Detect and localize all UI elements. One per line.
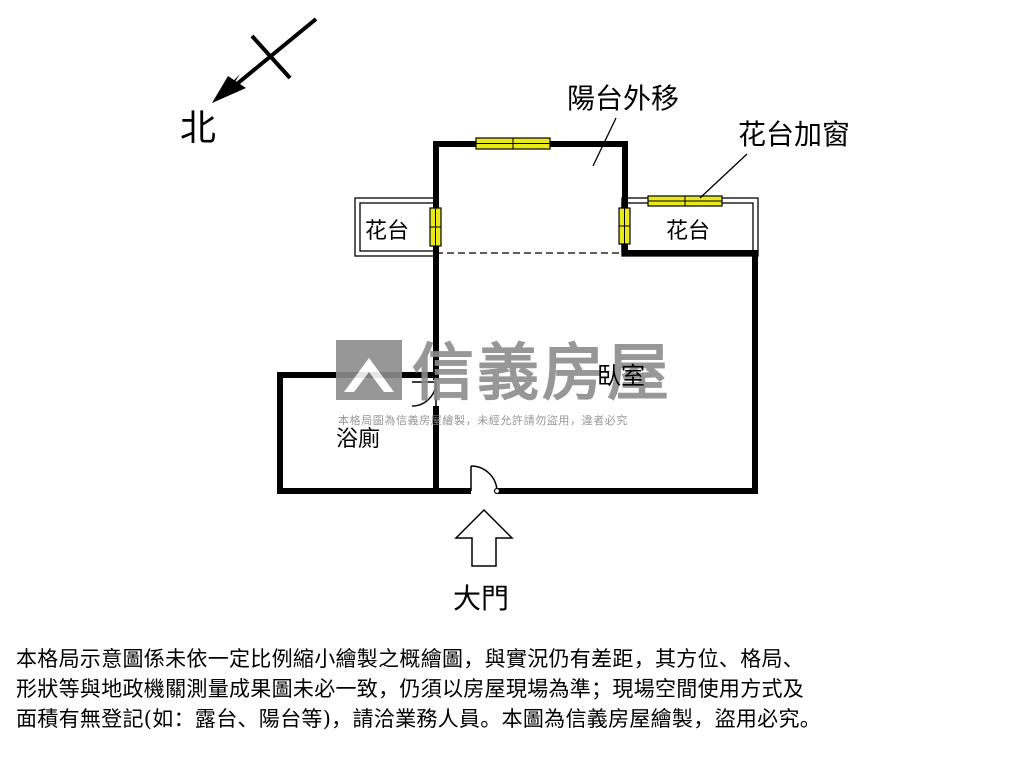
- watermark-notice: 本格局圖為信義房屋繪製，未經允許請勿盜用，違者必究: [338, 413, 628, 427]
- entrance-arrow: [454, 508, 514, 567]
- disclaimer-text: 本格局示意圖係未依一定比例縮小繪製之概繪圖，與實況仍有差距，其方位、格局、 形狀…: [16, 644, 1011, 734]
- floor-plan: 北: [180, 17, 850, 615]
- label-balcony-moved: 陽台外移: [567, 82, 679, 115]
- label-planter-right: 花台: [666, 219, 710, 244]
- north-compass: 北: [180, 17, 318, 149]
- label-bathroom: 浴廁: [336, 427, 380, 452]
- label-bedroom: 臥室: [597, 362, 645, 390]
- disclaimer-line: 形狀等與地政機關測量成果圖未必一致，仍須以房屋現場為準；現場空間使用方式及: [16, 677, 805, 701]
- window-right: [618, 207, 631, 245]
- watermark: 信義房屋 本格局圖為信義房屋繪製，未經允許請勿盜用，違者必究: [336, 336, 672, 427]
- disclaimer-line: 本格局示意圖係未依一定比例縮小繪製之概繪圖，與實況仍有差距，其方位、格局、: [16, 647, 805, 671]
- label-planter-window: 花台加窗: [738, 118, 850, 151]
- main-door: [470, 465, 501, 495]
- leader-planter-window: [699, 153, 748, 199]
- watermark-logo-roof: [344, 358, 394, 392]
- label-main-door: 大門: [453, 582, 509, 615]
- north-label: 北: [180, 108, 216, 149]
- window-planter: [647, 195, 723, 207]
- disclaimer-line: 面積有無登記(如：露台、陽台等)，請洽業務人員。本圖為信義房屋繪製，盜用必究。: [16, 707, 822, 731]
- bathroom-door: [411, 381, 437, 407]
- leader-balcony: [592, 117, 617, 167]
- watermark-brand: 信義房屋: [412, 336, 672, 409]
- label-planter-left: 花台: [365, 219, 409, 244]
- window-top: [475, 137, 551, 150]
- window-left: [429, 207, 442, 247]
